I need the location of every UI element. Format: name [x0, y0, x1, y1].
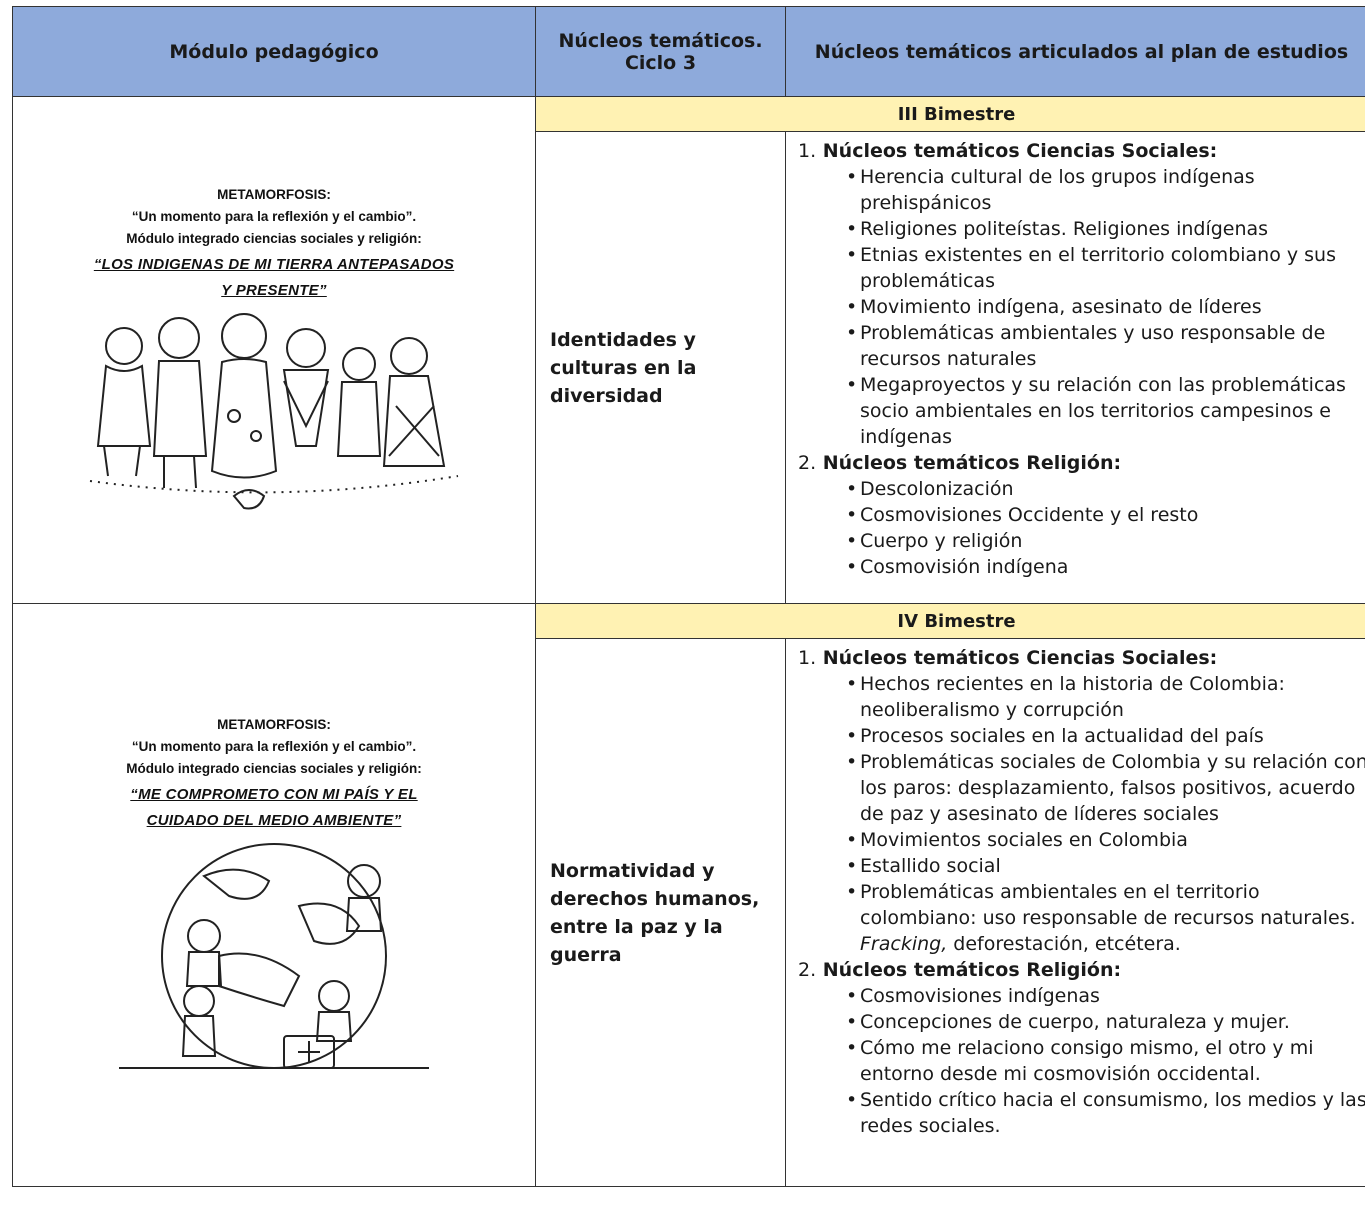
list-item: Movimiento indígena, asesinato de lídere…: [846, 294, 1365, 320]
list-item: Movimientos sociales en Colombia: [846, 827, 1365, 853]
indigenous-children-illustration: [89, 313, 459, 510]
list-item: Problemáticas ambientales en el territor…: [846, 879, 1365, 957]
module-cell: METAMORFOSIS: “Un momento para la reflex…: [12, 96, 536, 604]
list-item: Cuerpo y religión: [846, 528, 1365, 554]
module-cell: METAMORFOSIS: “Un momento para la reflex…: [12, 603, 536, 1187]
list-item: Cosmovisiones Occidente y el resto: [846, 502, 1365, 528]
list-item-italic: Fracking,: [860, 933, 948, 955]
module-title-b: Y PRESENTE”: [221, 282, 327, 299]
list-item: Estallido social: [846, 853, 1365, 879]
section-number: 2.: [798, 452, 817, 474]
section-title-text: Núcleos temáticos Religión:: [822, 452, 1122, 474]
topic-list: Descolonización Cosmovisiones Occidente …: [798, 476, 1365, 580]
list-item: Hechos recientes en la historia de Colom…: [846, 671, 1365, 723]
list-item: Etnias existentes en el territorio colom…: [846, 242, 1365, 294]
bimestre-label: III Bimestre: [535, 96, 1365, 132]
list-item: Problemáticas sociales de Colombia y su …: [846, 749, 1365, 827]
section-number: 1.: [798, 647, 817, 669]
list-item: Problemáticas ambientales y uso responsa…: [846, 320, 1365, 372]
module-cover: METAMORFOSIS: “Un momento para la reflex…: [14, 184, 534, 302]
content-row: Normatividad y derechos humanos, entre l…: [13, 638, 1365, 1187]
globe-children-illustration: [119, 843, 429, 1069]
bimestre-label: IV Bimestre: [535, 603, 1365, 639]
nucleo-tematico: Identidades y culturas en la diversidad: [535, 131, 786, 604]
list-item: Megaproyectos y su relación con las prob…: [846, 372, 1365, 450]
section-title-text: Núcleos temáticos Ciencias Sociales:: [822, 140, 1218, 162]
module-line3: Módulo integrado ciencias sociales y rel…: [126, 761, 422, 776]
list-item: Cosmovisiones indígenas: [846, 983, 1365, 1009]
list-item-tail: deforestación, etcétera.: [947, 933, 1181, 955]
header-nucleos-ciclo: Núcleos temáticos. Ciclo 3: [535, 6, 786, 97]
list-item: Cosmovisión indígena: [846, 554, 1365, 580]
section-title-text: Núcleos temáticos Religión:: [822, 959, 1122, 981]
plan-content: 1. Núcleos temáticos Ciencias Sociales: …: [785, 131, 1365, 604]
module-line2: “Un momento para la reflexión y el cambi…: [131, 209, 417, 224]
header-modulo: Módulo pedagógico: [12, 6, 536, 97]
list-item: Concepciones de cuerpo, naturaleza y muj…: [846, 1009, 1365, 1035]
topic-list: Cosmovisiones indígenas Concepciones de …: [798, 983, 1365, 1139]
section-title: 2. Núcleos temáticos Religión:: [798, 957, 1365, 983]
list-item: Procesos sociales en la actualidad del p…: [846, 723, 1365, 749]
list-item: Religiones politeístas. Religiones indíg…: [846, 216, 1365, 242]
module-title-b: CUIDADO DEL MEDIO AMBIENTE”: [146, 812, 402, 829]
module-line2: “Un momento para la reflexión y el cambi…: [131, 739, 417, 754]
section-title: 1. Núcleos temáticos Ciencias Sociales:: [798, 645, 1365, 671]
nucleo-tematico: Normatividad y derechos humanos, entre l…: [535, 638, 786, 1187]
module-line3: Módulo integrado ciencias sociales y rel…: [126, 231, 422, 246]
section-title: 2. Núcleos temáticos Religión:: [798, 450, 1365, 476]
module-line1: METAMORFOSIS:: [217, 187, 331, 202]
list-item: Cómo me relaciono consigo mismo, el otro…: [846, 1035, 1365, 1087]
topic-list: Hechos recientes en la historia de Colom…: [798, 671, 1365, 957]
section-number: 1.: [798, 140, 817, 162]
list-item-text: Problemáticas ambientales en el territor…: [860, 881, 1356, 929]
section-title: 1. Núcleos temáticos Ciencias Sociales:: [798, 138, 1365, 164]
topic-list: Herencia cultural de los grupos indígena…: [798, 164, 1365, 450]
list-item: Sentido crítico hacia el consumismo, los…: [846, 1087, 1365, 1139]
list-item: Herencia cultural de los grupos indígena…: [846, 164, 1365, 216]
bimestre-row: METAMORFOSIS: “Un momento para la reflex…: [12, 96, 1365, 604]
module-title-a: “ME COMPROMETO CON MI PAÍS Y EL: [130, 786, 418, 803]
curriculum-table: Módulo pedagógico Núcleos temáticos. Cic…: [12, 6, 1365, 1187]
header-nucleos-plan: Núcleos temáticos articulados al plan de…: [785, 6, 1365, 97]
module-cover: METAMORFOSIS: “Un momento para la reflex…: [14, 714, 534, 832]
section-number: 2.: [798, 959, 817, 981]
header-row: Módulo pedagógico Núcleos temáticos. Cic…: [12, 6, 1365, 97]
list-item: Descolonización: [846, 476, 1365, 502]
module-line1: METAMORFOSIS:: [217, 717, 331, 732]
bimestre-row: METAMORFOSIS: “Un momento para la reflex…: [12, 603, 1365, 1187]
plan-content: 1. Núcleos temáticos Ciencias Sociales: …: [785, 638, 1365, 1187]
module-title-a: “LOS INDIGENAS DE MI TIERRA ANTEPASADOS: [93, 256, 455, 273]
section-title-text: Núcleos temáticos Ciencias Sociales:: [822, 647, 1218, 669]
content-row: Identidades y culturas en la diversidad …: [13, 131, 1365, 604]
